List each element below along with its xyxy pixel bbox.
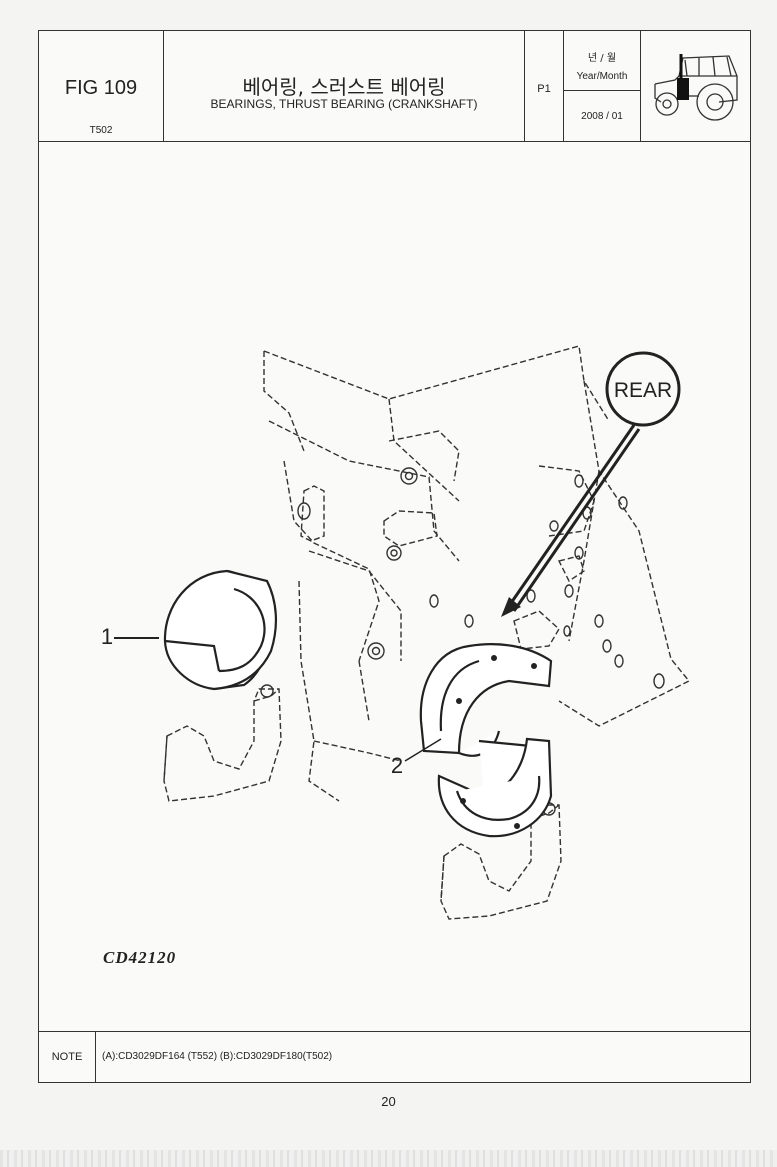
figure-code: T502 bbox=[89, 125, 113, 136]
note-row: NOTE (A):CD3029DF164 (T552) (B):CD3029DF… bbox=[39, 1031, 750, 1083]
title-cell: 베어링, 스러스트 베어링 BEARINGS, THRUST BEARING (… bbox=[164, 31, 525, 141]
title-english: BEARINGS, THRUST BEARING (CRANKSHAFT) bbox=[210, 97, 478, 111]
date-cell: 년 / 월 Year/Month 2008 / 01 bbox=[564, 31, 641, 141]
tractor-icon bbox=[654, 54, 738, 121]
exploded-parts-diagram: REAR 1 bbox=[39, 141, 752, 1031]
catalog-page-frame: FIG 109 T502 베어링, 스러스트 베어링 BEARINGS, THR… bbox=[38, 30, 751, 1083]
page-cell: P1 bbox=[525, 31, 564, 141]
note-text: (A):CD3029DF164 (T552) (B):CD3029DF180(T… bbox=[102, 1051, 333, 1062]
rear-badge-label: REAR bbox=[614, 379, 672, 402]
note-label: NOTE bbox=[39, 1032, 96, 1083]
scan-edge-strip bbox=[0, 1150, 777, 1167]
drawing-code: CD42120 bbox=[103, 948, 177, 967]
page-number: 20 bbox=[381, 1094, 396, 1109]
parts-drawing: REAR 1 bbox=[101, 345, 691, 920]
figure-cell: FIG 109 T502 bbox=[39, 31, 164, 141]
figure-label: FIG 109 bbox=[64, 77, 138, 99]
date-header: 년 / 월 Year/Month bbox=[564, 31, 640, 91]
page-label: P1 bbox=[537, 83, 551, 95]
title-korean: 베어링, 스러스트 베어링 bbox=[242, 75, 446, 99]
date-label-english: Year/Month bbox=[576, 71, 628, 82]
callout-1: 1 bbox=[101, 624, 113, 649]
date-label-korean: 년 / 월 bbox=[587, 53, 617, 64]
logo-cell bbox=[641, 31, 751, 141]
header-row: FIG 109 T502 베어링, 스러스트 베어링 BEARINGS, THR… bbox=[39, 31, 750, 142]
callout-2: 2 bbox=[391, 753, 403, 778]
date-value: 2008 / 01 bbox=[581, 111, 623, 122]
